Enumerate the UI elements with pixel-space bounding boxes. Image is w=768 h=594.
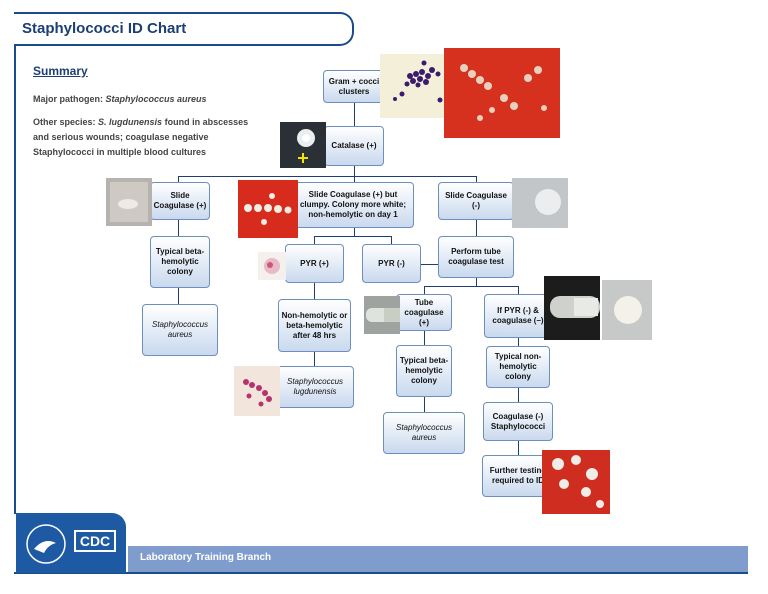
title-frame	[14, 12, 354, 46]
summary-major-pathogen: Major pathogen: Staphylococcus aureus	[33, 94, 207, 104]
node-tube-coagulase-positive: Tube coagulase (+)	[396, 294, 452, 331]
node-typical-beta-hemolytic-left: Typical beta-hemolytic colony	[150, 236, 210, 288]
node-staph-lugdunensis: Staphylococcus lugdunensis	[276, 366, 354, 408]
node-slide-coagulase-negative: Slide Coagulase (-)	[438, 182, 514, 220]
connector	[518, 286, 519, 294]
footer-branch-label: Laboratory Training Branch	[140, 552, 272, 563]
node-if-pyr-coagulase-negative: If PYR (-) & coagulase (–)	[484, 294, 552, 338]
node-perform-tube-coagulase: Perform tube coagulase test	[438, 236, 514, 278]
white-colony-image	[602, 280, 652, 340]
connector	[424, 286, 425, 294]
connector	[354, 228, 355, 236]
summary-other-species: Other species: S. lugdunensis found in a…	[33, 117, 249, 157]
connector	[391, 236, 392, 244]
node-staph-aureus-left: Staphylococcus aureus	[142, 304, 218, 356]
connector	[424, 286, 518, 287]
node-catalase: Catalase (+)	[324, 126, 384, 166]
slide-coagulase-positive-image	[106, 178, 152, 226]
connector	[354, 166, 355, 176]
connector	[518, 388, 519, 402]
lugdunensis-gram-image	[234, 366, 280, 416]
node-coagulase-negative-staph: Coagulase (-) Staphylococci	[483, 402, 553, 441]
slide-coagulase-negative-image	[512, 178, 568, 228]
node-pyr-positive: PYR (+)	[285, 244, 344, 283]
further-testing-colonies-image	[542, 450, 610, 514]
connector	[424, 331, 425, 345]
node-typical-nonhemolytic: Typical non-hemolytic colony	[486, 346, 550, 388]
connector	[178, 176, 179, 182]
node-slide-coagulase-positive: Slide Coagulase (+)	[150, 182, 210, 220]
connector	[518, 441, 519, 455]
connector	[178, 288, 179, 304]
connector	[518, 338, 519, 346]
node-pyr-negative: PYR (-)	[362, 244, 421, 283]
cdc-logo-text: CDC	[74, 530, 116, 552]
summary-heading: Summary	[33, 64, 88, 78]
connector	[314, 352, 315, 366]
node-nonhemolytic-48hrs: Non-hemolytic or beta-hemolytic after 48…	[278, 299, 351, 352]
node-staph-aureus-mid: Staphylococcus aureus	[383, 412, 465, 454]
connector	[420, 264, 438, 265]
cdc-logo-block	[16, 513, 126, 573]
node-gram-positive-cocci: Gram + cocci clusters	[323, 70, 385, 103]
connector	[354, 176, 355, 182]
blood-agar-colonies-image	[444, 48, 560, 138]
connector	[424, 397, 425, 412]
connector	[314, 236, 315, 244]
tube-coagulase-image	[364, 296, 400, 334]
footer-bar	[128, 546, 748, 572]
hhs-eagle-icon	[26, 524, 66, 564]
connector	[476, 176, 477, 182]
tube-negative-image	[544, 276, 600, 340]
connector	[178, 176, 476, 177]
connector	[354, 102, 355, 126]
clumpy-colony-image	[238, 180, 298, 238]
connector	[178, 220, 179, 236]
node-typical-beta-hemolytic-mid: Typical beta-hemolytic colony	[396, 345, 452, 397]
page-title: Staphylococci ID Chart	[22, 20, 187, 37]
footer-rule	[14, 572, 748, 574]
connector	[314, 236, 392, 237]
connector	[476, 278, 477, 286]
connector	[476, 220, 477, 236]
pyr-test-image	[258, 252, 286, 280]
connector	[314, 283, 315, 299]
left-border	[14, 44, 16, 514]
catalase-test-image	[280, 122, 326, 168]
node-slide-coagulase-clumpy: Slide Coagulase (+) but clumpy. Colony m…	[292, 182, 414, 228]
